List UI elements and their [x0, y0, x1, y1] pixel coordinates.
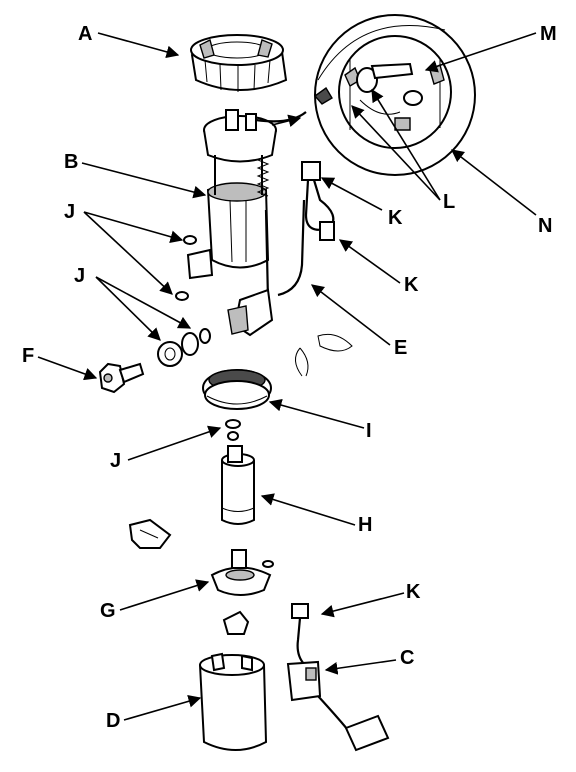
callout-b: B	[64, 151, 78, 173]
callout-g: G	[100, 600, 116, 622]
retaining-clip	[295, 333, 353, 377]
callout-d: D	[106, 710, 120, 732]
fuel-filter-part-d	[199, 652, 268, 751]
callout-n: N	[538, 215, 552, 237]
lock-ring-part-a	[190, 34, 288, 92]
pump-holder-part-g	[210, 549, 274, 596]
wire-harness-part-e	[277, 161, 335, 297]
tank-cutaway-part-n	[313, 14, 476, 176]
callout-l: L	[443, 191, 455, 213]
o-rings-part-j	[157, 235, 211, 367]
callout-a: A	[78, 23, 92, 45]
fuel-pump-assembly-part-b	[186, 109, 307, 337]
callout-c: C	[400, 647, 414, 669]
fuel-pump-part-h	[221, 419, 255, 525]
callout-e: E	[394, 337, 407, 359]
callout-j-lower: J	[110, 450, 121, 472]
callout-k-bottom: K	[406, 581, 421, 603]
leader-lines	[37, 32, 537, 721]
holder-clip	[128, 518, 172, 549]
gasket-part-i	[202, 369, 272, 410]
callout-labels: A M B J K L N J K E F I J H K G C D	[22, 23, 557, 732]
callout-j-upper: J	[64, 201, 75, 223]
fuel-gauge-sender-part-c	[286, 603, 390, 752]
pressure-regulator-part	[222, 610, 250, 635]
callout-k-top: K	[388, 207, 403, 229]
callout-i: I	[366, 420, 372, 442]
callout-f: F	[22, 345, 34, 367]
callout-h: H	[358, 514, 372, 536]
callout-k-middle: K	[404, 274, 419, 296]
fuel-fitting-part-f	[98, 362, 145, 394]
callout-j-middle: J	[74, 265, 85, 287]
callout-m: M	[540, 23, 557, 45]
